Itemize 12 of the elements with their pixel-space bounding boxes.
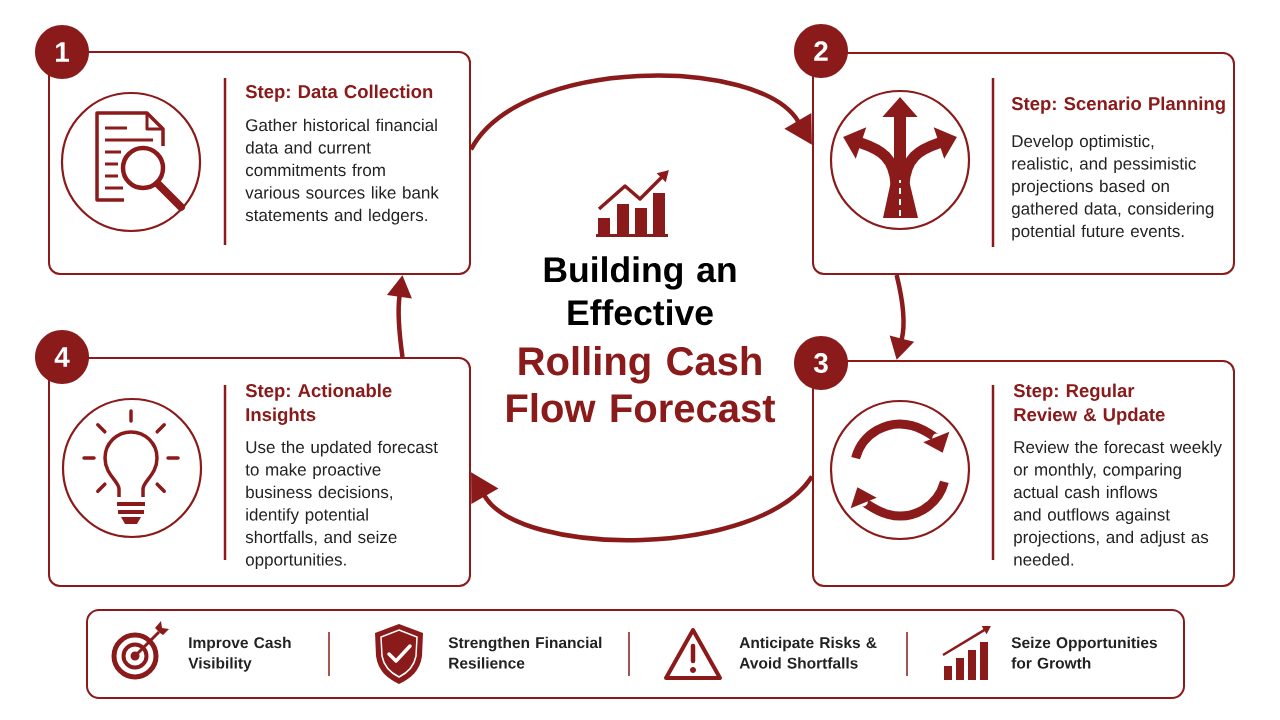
benefit-text: Seize Opportunities for Growth — [1011, 636, 1157, 669]
step-description: Gather historical financial data and current commitments from various sources like bank statements and ledgers. — [245, 118, 439, 225]
step-heading: Step: Regular Review & Update — [1013, 383, 1165, 425]
benefit-text: Anticipate Risks & Avoid Shortfalls — [739, 636, 877, 669]
benefit-text: Strengthen Financial Resilience — [448, 636, 602, 669]
number-badge: 3 — [794, 336, 848, 390]
title: Building an Effective — [544, 256, 736, 326]
title: Rolling Cash Flow Forecast — [507, 346, 776, 423]
step-heading: Step: Data Collection — [245, 84, 433, 102]
step-description: Review the forecast weekly or monthly, comparing actual cash inflows and outflows against projections, and adjust as needed. — [1013, 440, 1222, 566]
number-badge: 1 — [35, 25, 89, 79]
benefit-text: Improve Cash Visibility — [188, 636, 291, 672]
